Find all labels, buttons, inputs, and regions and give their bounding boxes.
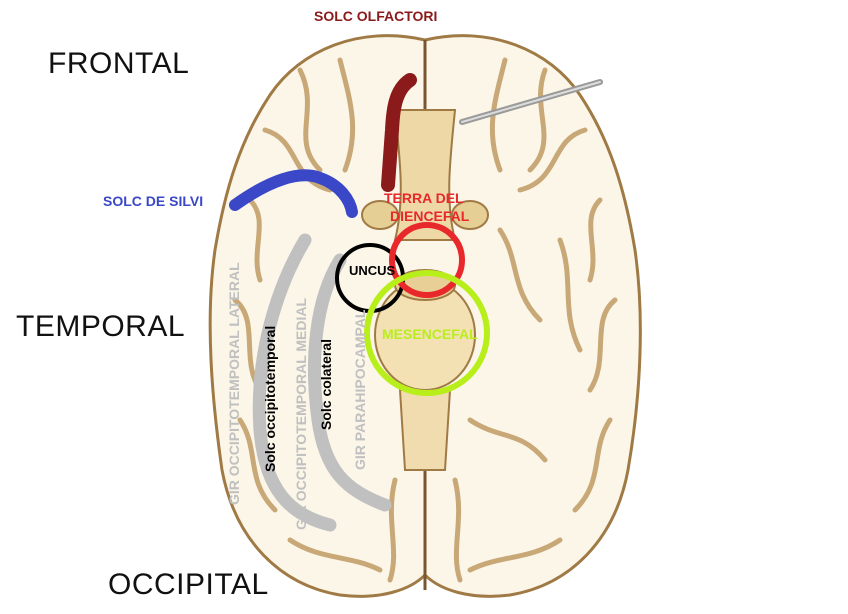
label-gir-parahipocampal: GIR PARAHIPOCAMPAL	[352, 309, 368, 470]
solc-de-silvi-marker	[229, 169, 358, 218]
label-terra-line2: DIENCEFAL	[390, 208, 470, 224]
terra-diencefal-circle	[389, 222, 465, 298]
region-frontal: FRONTAL	[48, 47, 190, 80]
label-solc-occipitotemporal: Solc occipitotemporal	[262, 325, 278, 472]
label-terra-line1: TERRA DEL	[384, 190, 464, 206]
label-gir-occipitotemporal-medial: GIR OCCIPITOTEMPORAL MEDIAL	[293, 297, 309, 530]
region-occipital: OCCIPITAL	[108, 568, 269, 601]
label-mesencefal: MESENCEFAL	[382, 326, 478, 342]
solc-olfactori-marker	[381, 73, 417, 192]
label-uncus: UNCUS	[349, 263, 396, 278]
mesencefal-circle	[364, 270, 490, 396]
label-solc-olfactori: SOLC OLFACTORI	[314, 8, 438, 24]
gray-gyri-curves	[252, 233, 392, 532]
region-temporal: TEMPORAL	[16, 310, 186, 343]
sulci-pattern	[232, 57, 618, 583]
label-gir-occipitotemporal-lateral: GIR OCCIPITOTEMPORAL LATERAL	[226, 262, 242, 505]
label-solc-colateral: Solc colateral	[318, 338, 334, 430]
label-solc-de-silvi: SOLC DE SILVI	[103, 193, 204, 209]
